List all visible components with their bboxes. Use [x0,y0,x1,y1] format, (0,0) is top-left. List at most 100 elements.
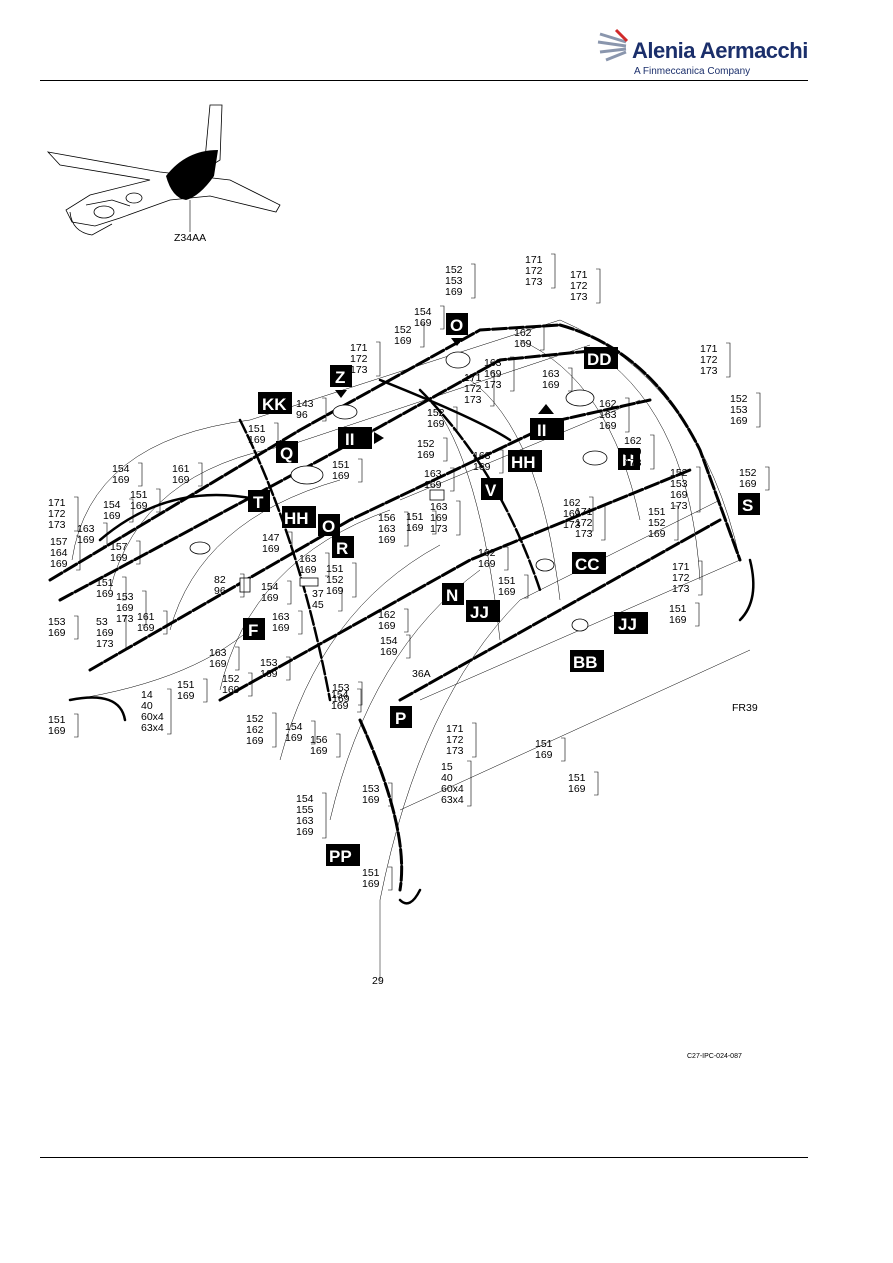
callout-bracket [74,615,79,640]
callout-bracket [471,263,476,299]
brand-logo-mark [596,28,632,64]
view-N: N [446,586,458,605]
brand-subtitle: A Finmeccanica Company [634,66,751,77]
view-callouts: O Z KK II Q DD II H HH V T HH O R S N CC… [243,313,760,866]
callout-bracket [322,397,327,422]
callout-bracket [625,397,630,433]
frame-label-29: 29 [372,975,384,987]
frame-label-36A: 36A [412,668,431,680]
callout-bracket [420,323,425,348]
callout-bracket [404,511,409,547]
view-KK: KK [262,395,287,414]
callout-bracket [203,678,208,703]
callout-bracket [274,422,279,447]
view-H: H [622,451,634,470]
callout-bracket [551,253,556,289]
view-V: V [485,481,497,500]
callout-bracket [765,466,770,491]
view-JJ-right: JJ [618,615,637,634]
callout-bracket [336,733,341,758]
view-HH-right: HH [511,453,536,472]
view-O-mid: O [322,517,335,536]
callout-bracket [443,437,448,462]
callout-bracket [129,498,134,523]
callout-bracket [287,580,292,605]
callout-bracket [286,656,291,681]
callout-bracket [406,634,411,659]
callout-bracket [163,610,168,635]
callout-bracket [524,574,529,599]
figure-reference: C27-IPC-024-087 [687,1053,742,1060]
callout-bracket [472,722,477,758]
callout-bracket [456,500,461,536]
callout-bracket [240,573,245,598]
callout-bracket [142,590,147,626]
callout-bracket [453,406,458,431]
view-T: T [253,493,264,512]
callout-bracket [756,392,761,428]
callout-bracket [490,371,495,407]
callout-bracket [322,792,327,839]
callout-bracket [596,268,601,304]
callout-bracket [74,496,79,532]
equipment-items [189,351,608,632]
view-JJ-left: JJ [470,603,489,622]
callout-bracket [376,341,381,377]
view-Q: Q [280,444,293,463]
callout-bracket [499,449,504,474]
view-II-left: II [345,430,354,449]
callout-bracket [388,866,393,891]
wire-harnesses [48,323,755,905]
callout-bracket [404,608,409,633]
callout-bracket [695,602,700,627]
callout-bracket [510,356,515,392]
callout-bracket [235,646,240,671]
view-R: R [336,539,348,558]
view-F: F [248,621,258,640]
callout-bracket [352,562,357,598]
view-HH-left: HH [284,509,309,528]
callout-bracket [674,505,679,541]
callout-bracket [76,535,81,571]
callout-bracket [272,712,277,748]
callout-bracket [198,462,203,487]
callout-bracket [726,342,731,378]
locator-aircraft [46,104,281,236]
callout-bracket [432,510,437,535]
